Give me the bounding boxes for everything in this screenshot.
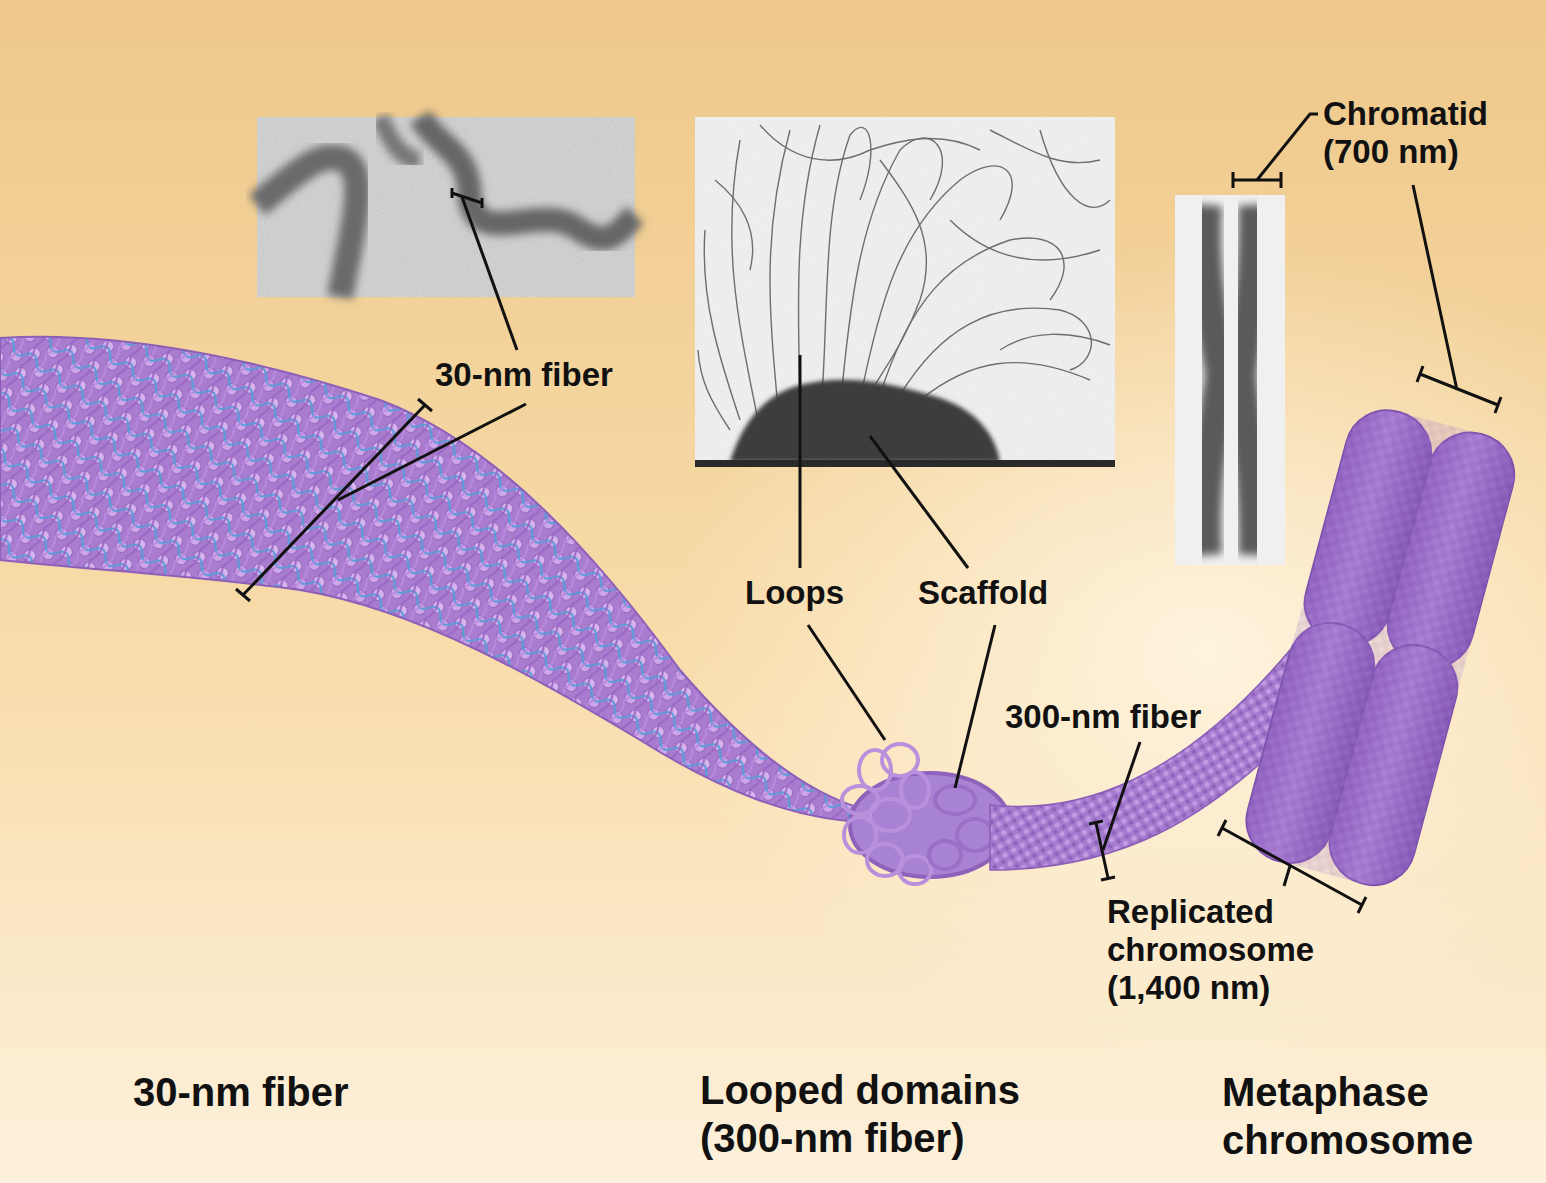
leader-lines-part	[462, 197, 517, 350]
callout-label: Metaphase chromosome	[1222, 1068, 1522, 1164]
label-text: Metaphase chromosome	[1222, 1068, 1522, 1164]
leader-lines-part	[236, 399, 432, 601]
micrograph-loops-part-part	[840, 138, 942, 410]
callout-label: 30-nm fiber	[435, 356, 695, 394]
micrograph-30nm-part	[257, 117, 635, 297]
callout-label: Loops	[745, 574, 875, 612]
micrograph-chromosome-part	[1240, 205, 1255, 555]
label-text: Looped domains (300-nm fiber)	[700, 1066, 1085, 1162]
looped-domains	[842, 744, 1010, 884]
label-text: Scaffold	[918, 574, 1098, 612]
micrograph-loops-part-part	[760, 125, 980, 160]
micrograph-loops-part-part	[920, 363, 1090, 400]
leader-lines-part	[1284, 866, 1290, 886]
micrograph-30nm-part	[380, 117, 420, 160]
micrograph-loops-part	[695, 117, 1115, 467]
leader-lines-part	[338, 404, 526, 500]
callout-label: Chromatid (700 nm)	[1323, 95, 1538, 171]
callout-label: 30-nm fiber	[133, 1068, 433, 1116]
looped-domains-part	[929, 841, 961, 869]
leader-lines-part	[452, 188, 482, 208]
micrograph-loops-part	[730, 380, 1000, 462]
label-text: Loops	[745, 574, 875, 612]
fiber-30nm	[0, 337, 860, 822]
leader-lines-part	[808, 625, 885, 740]
callout-label: Looped domains (300-nm fiber)	[700, 1066, 1085, 1162]
micrograph-loops-part-part	[880, 238, 1064, 395]
metaphase-chromosome	[1237, 401, 1523, 895]
leader-lines-part	[1103, 742, 1140, 850]
metaphase-chromosome-part	[1237, 401, 1523, 895]
micrograph-30nm-part	[257, 157, 357, 297]
micrograph-loops-part	[698, 125, 1110, 430]
micrograph-loops-part-part	[1040, 130, 1110, 207]
micrograph-loops-part-part	[950, 220, 1100, 260]
micrograph-loops-part-part	[900, 308, 1091, 395]
leader-lines-part	[870, 436, 968, 568]
leader-lines	[236, 114, 1501, 913]
micrograph-loops	[695, 117, 1115, 467]
looped-domains-part	[957, 819, 993, 851]
micrograph-loops-part-part	[820, 127, 871, 420]
label-text: 30-nm fiber	[133, 1068, 433, 1116]
callout-label: 300-nm fiber	[1005, 698, 1265, 736]
callout-label: Scaffold	[918, 574, 1098, 612]
callout-label: Replicated chromosome (1,400 nm)	[1107, 893, 1382, 1007]
looped-domains-part	[899, 856, 931, 884]
micrograph-loops-part-part	[704, 230, 740, 420]
fiber-30nm-part	[0, 337, 860, 822]
micrograph-loops-part	[695, 460, 1115, 467]
micrograph-loops-part-part	[875, 160, 926, 385]
label-text: Chromatid (700 nm)	[1323, 95, 1538, 171]
leader-lines-part	[1417, 366, 1501, 413]
leader-lines-part	[1413, 185, 1457, 390]
leader-lines-part	[1089, 821, 1115, 880]
micrograph-loops-part-part	[798, 125, 820, 420]
micrograph-30nm-part	[257, 117, 635, 297]
label-text: Replicated chromosome (1,400 nm)	[1107, 893, 1382, 1007]
leader-lines-part	[955, 625, 995, 788]
looped-domains-part	[901, 772, 929, 808]
micrograph-loops-part-part	[732, 140, 760, 430]
micrograph-chromosome-part	[1204, 205, 1222, 555]
micrograph-chromosome-part	[1175, 195, 1285, 565]
micrograph-loops-part	[695, 117, 1115, 467]
leader-lines-part	[1257, 114, 1318, 180]
looped-domains-part	[935, 786, 975, 814]
micrograph-loops-part-part	[698, 350, 730, 430]
leader-lines-part	[799, 355, 802, 568]
label-text: 300-nm fiber	[1005, 698, 1265, 736]
micrograph-loops-part-part	[770, 130, 790, 430]
micrograph-30nm-part	[420, 117, 635, 238]
micrograph-loops-part-part	[715, 180, 753, 270]
label-text: 30-nm fiber	[435, 356, 695, 394]
micrograph-chromosome	[1175, 195, 1285, 565]
micrograph-loops-part-part	[1000, 334, 1110, 350]
micrograph-30nm	[257, 117, 635, 297]
